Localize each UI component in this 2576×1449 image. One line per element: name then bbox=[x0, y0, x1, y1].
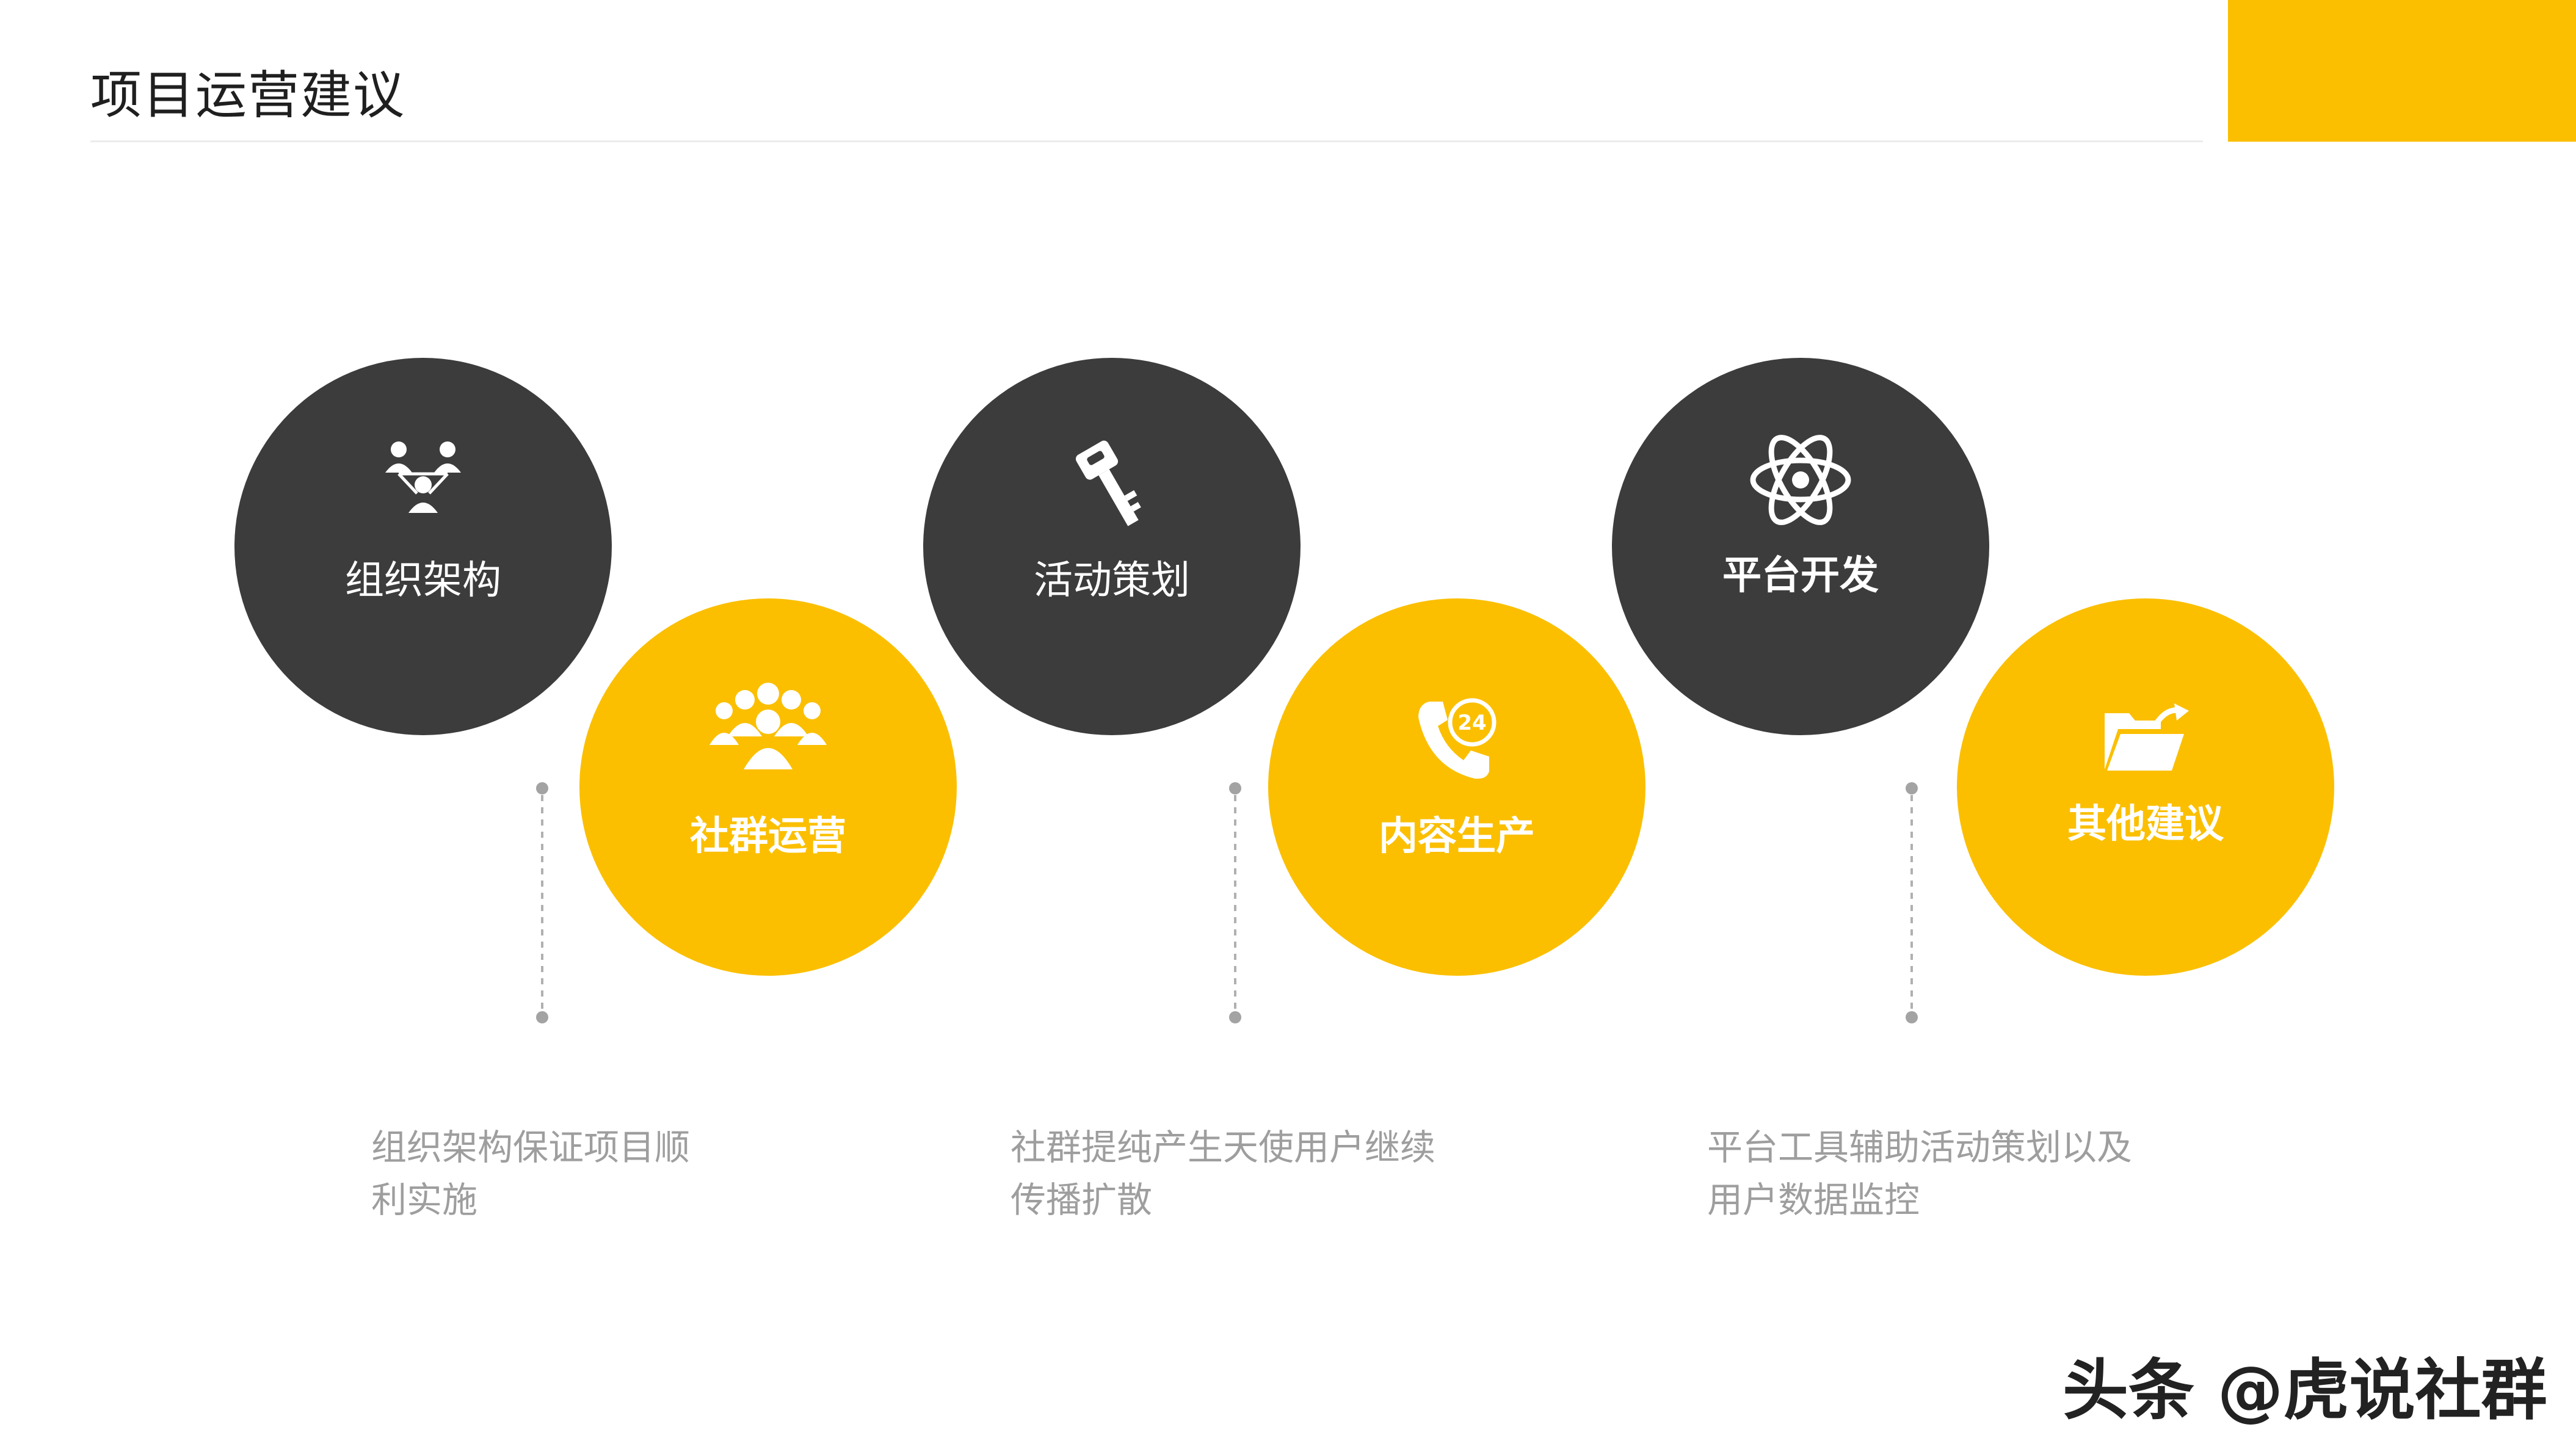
phone-24h-icon: 24 bbox=[1411, 693, 1503, 785]
step-activity-planning: 活动策划 bbox=[923, 358, 1301, 735]
step-label: 内容生产 bbox=[1379, 814, 1535, 859]
svg-text:24: 24 bbox=[1457, 711, 1486, 735]
step-organization: 组织架构 bbox=[234, 358, 612, 735]
step-label: 组织架构 bbox=[345, 558, 501, 603]
atom-icon bbox=[1749, 431, 1852, 529]
corner-accent-block bbox=[2228, 0, 2576, 142]
step-other-suggestions: 其他建议 bbox=[1957, 598, 2334, 976]
description-3: 平台工具辅助活动策划以及 用户数据监控 bbox=[1707, 1121, 2132, 1226]
description-1: 组织架构保证项目顺 利实施 bbox=[371, 1121, 690, 1226]
dashed-connector bbox=[1906, 782, 1918, 1023]
description-line: 用户数据监控 bbox=[1707, 1179, 1920, 1221]
org-structure-icon bbox=[380, 437, 466, 523]
step-content-production: 24 内容生产 bbox=[1268, 598, 1645, 976]
dashed-connector bbox=[1229, 782, 1241, 1023]
watermark: 头条 @虎说社群 bbox=[2063, 1353, 2547, 1429]
key-icon bbox=[1069, 437, 1155, 535]
community-group-icon bbox=[707, 678, 829, 775]
dashed-connector bbox=[536, 782, 548, 1023]
step-label: 社群运营 bbox=[690, 814, 846, 859]
step-label: 活动策划 bbox=[1034, 558, 1190, 603]
step-platform-development: 平台开发 bbox=[1612, 358, 1989, 735]
description-line: 社群提纯产生天使用户继续 bbox=[1010, 1127, 1436, 1168]
step-label: 其他建议 bbox=[2067, 802, 2224, 847]
folder-export-icon bbox=[2100, 702, 2191, 775]
step-community: 社群运营 bbox=[579, 598, 957, 976]
description-line: 组织架构保证项目顺 bbox=[371, 1127, 691, 1168]
description-2: 社群提纯产生天使用户继续 传播扩散 bbox=[1010, 1121, 1435, 1226]
page-title: 项目运营建议 bbox=[90, 65, 406, 125]
description-line: 平台工具辅助活动策划以及 bbox=[1707, 1127, 2133, 1168]
description-line: 传播扩散 bbox=[1010, 1179, 1153, 1221]
description-line: 利实施 bbox=[371, 1179, 478, 1221]
title-divider bbox=[90, 140, 2203, 142]
step-label: 平台开发 bbox=[1722, 553, 1879, 598]
